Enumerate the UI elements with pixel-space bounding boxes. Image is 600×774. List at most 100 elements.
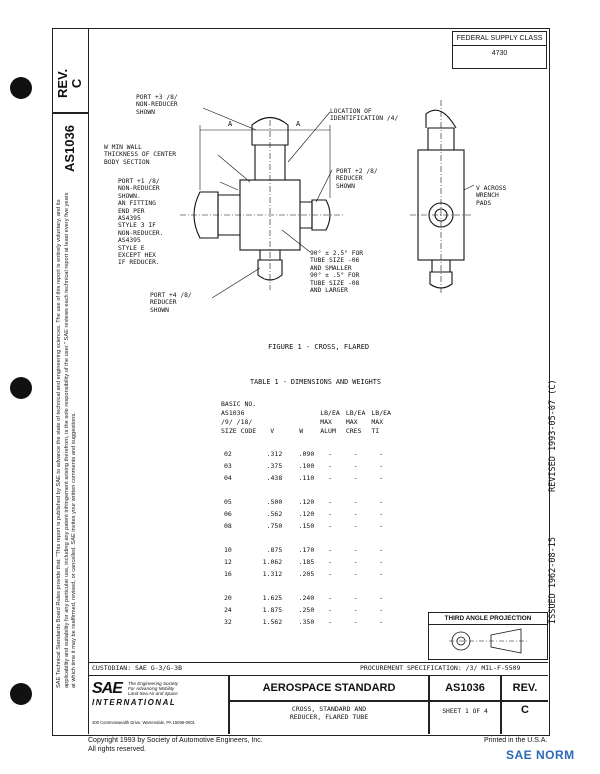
printed-in: Printed in the U.S.A.	[484, 737, 548, 744]
cell-v: 1.062	[262, 558, 283, 566]
cell-w: .150	[298, 522, 315, 530]
cell-w: .240	[298, 594, 315, 602]
cell-alum: -	[328, 618, 332, 626]
cell-alum: -	[328, 546, 332, 554]
port-bottom-flare	[257, 259, 283, 281]
cell-ti: -	[379, 570, 384, 578]
cell-w: .090	[298, 450, 315, 458]
sae-logo-international: INTERNATIONAL	[92, 698, 177, 707]
cell-size-code: 04	[224, 474, 232, 482]
cell-size-code: 03	[224, 462, 232, 470]
cell-alum: -	[328, 594, 332, 602]
table-title: TABLE 1 - DIMENSIONS AND WEIGHTS	[250, 378, 381, 386]
col-size-code: BASIC NO. AS1036 /9/ /18/ SIZE CODE	[221, 400, 257, 435]
sae-logo: SAE The Engineering Society For Advancin…	[92, 680, 226, 730]
cell-cres: -	[353, 570, 358, 578]
table-group-spacer	[218, 484, 394, 496]
sae-address: 400 Commonwealth Drive, Warrendale, PA 1…	[92, 720, 195, 725]
cell-cres: -	[353, 594, 358, 602]
cell-ti: -	[379, 462, 384, 470]
spec-row	[88, 662, 548, 676]
cell-size-code: 10	[224, 546, 232, 554]
cell-cres: -	[353, 462, 358, 470]
cell-size-code: 05	[224, 498, 232, 506]
title-block-divider-2	[428, 676, 430, 734]
table-group-spacer	[218, 532, 394, 544]
table-row: 05.500.120---	[218, 496, 394, 508]
side-view-bottom-flare	[429, 271, 453, 289]
issued-date: ISSUED 1962-08-15	[548, 537, 558, 624]
doc-number-vertical: AS1036	[62, 125, 77, 172]
col-alum: LB/EA MAX ALUM	[320, 409, 340, 435]
table-row: 06.562.120---	[218, 508, 394, 520]
cell-v: .438	[266, 474, 283, 482]
cross-fitting-drawing: A A	[180, 100, 475, 299]
cell-ti: -	[379, 546, 384, 554]
projection-title: THIRD ANGLE PROJECTION	[429, 613, 547, 625]
cell-v: 1.875	[262, 606, 283, 614]
rev-label: REV.	[55, 68, 70, 98]
cell-cres: -	[353, 474, 358, 482]
cell-ti: -	[379, 474, 384, 482]
federal-supply-value: 4730	[491, 50, 508, 57]
title-rev-label: REV.	[512, 682, 538, 694]
port-top-flare	[251, 116, 289, 146]
drawing-frame	[52, 28, 550, 736]
cell-cres: -	[353, 606, 358, 614]
title-rev-value: C	[521, 704, 529, 716]
cell-ti: -	[379, 618, 384, 626]
cell-v: 1.562	[262, 618, 283, 626]
label-angle: 90° ± 2.5° FOR TUBE SIZE -06 AND SMALLER…	[310, 250, 364, 295]
rev-value: C	[69, 78, 84, 89]
cell-cres: -	[353, 522, 358, 530]
dimensions-table: BASIC NO. AS1036 /9/ /18/ SIZE CODE V W …	[218, 400, 394, 628]
cell-v: .750	[266, 522, 283, 530]
cell-cres: -	[353, 558, 358, 566]
cell-ti: -	[379, 594, 384, 602]
federal-supply-label: FEDERAL SUPPLY CLASS	[453, 32, 546, 46]
col-cres: LB/EA MAX CRES	[345, 409, 366, 435]
cell-w: .250	[298, 606, 315, 614]
cell-alum: -	[328, 498, 332, 506]
figure-caption: FIGURE 1 - CROSS, FLARED	[268, 343, 370, 351]
third-angle-projection-box: THIRD ANGLE PROJECTION	[428, 612, 548, 660]
cell-alum: -	[328, 606, 332, 614]
cell-v: .375	[266, 462, 283, 470]
cell-size-code: 12	[224, 558, 232, 566]
binder-hole-bottom	[10, 683, 32, 705]
cell-ti: -	[379, 606, 384, 614]
copyright: Copyright 1993 by Society of Automotive …	[88, 737, 263, 744]
cell-cres: -	[353, 546, 358, 554]
cell-w: .170	[298, 546, 315, 554]
label-wall: W MIN WALL THICKNESS OF CENTER BODY SECT…	[104, 144, 177, 166]
cell-v: .562	[266, 510, 283, 518]
cell-size-code: 06	[224, 510, 232, 518]
col-w: W	[299, 427, 304, 435]
title-block-divider-1	[228, 676, 230, 734]
cell-w: .205	[298, 570, 315, 578]
left-strip-divider	[52, 112, 88, 114]
table-row: 08.750.150---	[218, 520, 394, 532]
table-body: 02.312.090---03.375.100---04.438.110---0…	[218, 448, 394, 628]
rev-vertical: REV. C	[55, 68, 84, 98]
title-aerospace-standard: AEROSPACE STANDARD	[262, 682, 396, 694]
cell-alum: -	[328, 570, 332, 578]
cell-v: .312	[266, 450, 283, 458]
cell-ti: -	[379, 498, 384, 506]
cell-alum: -	[328, 510, 332, 518]
port-left-flare	[193, 191, 219, 239]
cell-alum: -	[328, 462, 332, 470]
sae-norm-watermark: SAE NORM	[506, 748, 575, 762]
custodian: CUSTODIAN: SAE G-3/G-3B	[92, 664, 183, 672]
binder-hole-top	[10, 77, 32, 99]
cell-size-code: 02	[224, 450, 232, 458]
table-header-row: BASIC NO. AS1036 /9/ /18/ SIZE CODE V W …	[218, 400, 394, 436]
cell-alum: -	[328, 558, 332, 566]
label-port1: PORT +1 /8/ NON-REDUCER SHOWN. AN FITTIN…	[118, 178, 164, 267]
cell-cres: -	[353, 510, 358, 518]
cell-v: 1.625	[262, 594, 283, 602]
